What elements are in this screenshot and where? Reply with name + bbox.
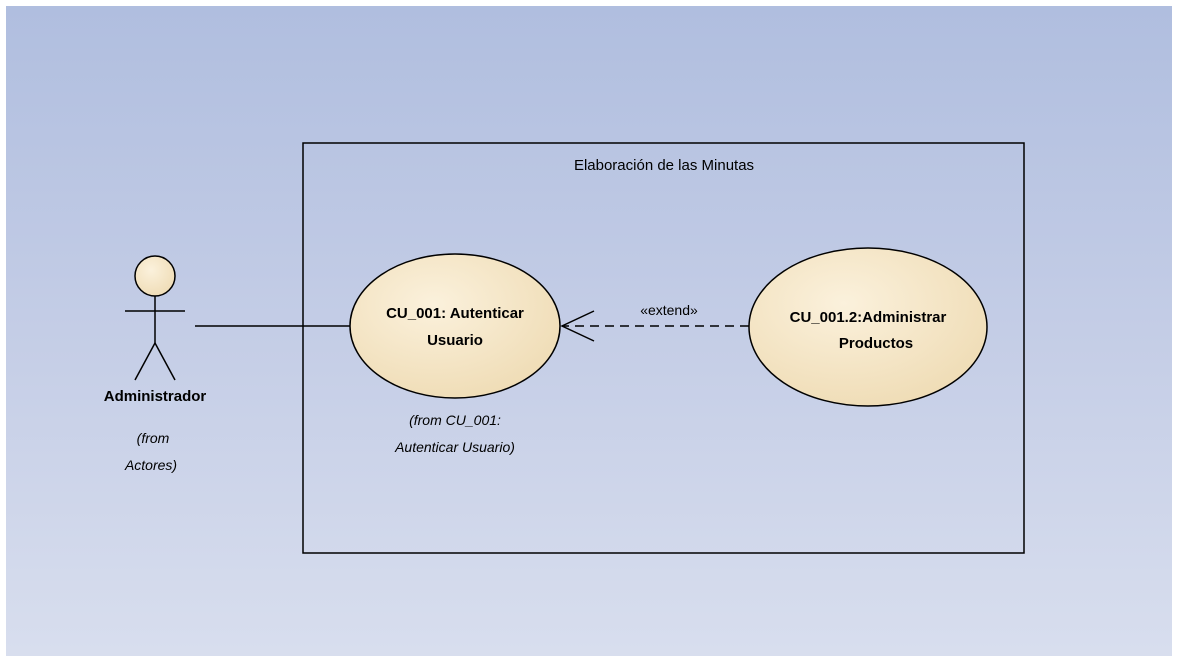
system-boundary[interactable]	[302, 142, 1025, 554]
actor-head-icon	[134, 255, 176, 297]
actor-from-line-2: Actores)	[124, 457, 177, 473]
use-case-1-label-line-1: CU_001: Autenticar	[386, 305, 524, 322]
extend-stereotype-label: «extend»	[640, 302, 698, 318]
use-case-1-from-line-2: Autenticar Usuario)	[394, 439, 515, 455]
actor-administrador[interactable]	[125, 255, 185, 381]
actor-left-leg	[134, 342, 156, 381]
actor-name: Administrador	[104, 388, 207, 405]
use-case-administrar-productos[interactable]	[748, 247, 988, 407]
extend-relationship[interactable]	[560, 310, 749, 342]
use-case-1-from-line-1: (from CU_001:	[409, 412, 501, 428]
use-case-2-label-line-2: Productos	[839, 335, 913, 352]
use-case-2-label-line-1: CU_001.2:Administrar	[790, 309, 947, 326]
actor-from-line-1: (from	[137, 430, 170, 446]
actor-right-leg	[154, 342, 176, 381]
extend-arrowhead-icon	[560, 310, 595, 342]
boundary-title: Elaboración de las Minutas	[574, 157, 754, 174]
use-case-1-label-line-2: Usuario	[427, 332, 483, 349]
use-case-autenticar-usuario[interactable]	[349, 253, 561, 399]
